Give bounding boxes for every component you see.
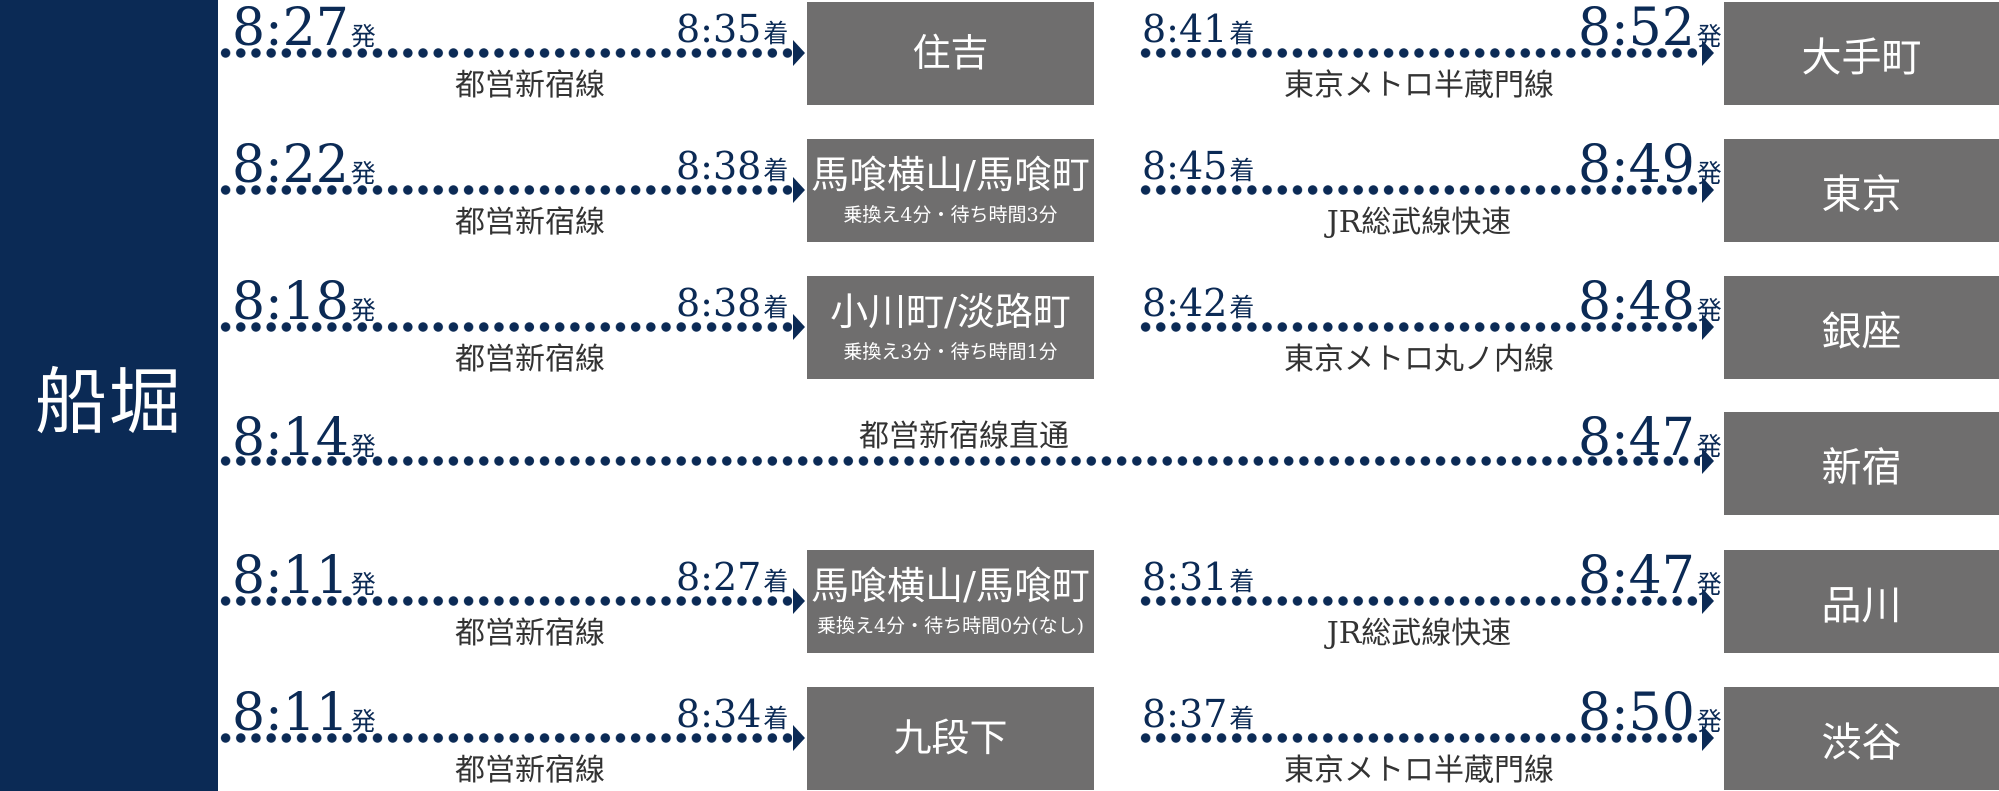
line1-dotted-path — [218, 184, 792, 196]
departure-time: 8:18発 — [232, 272, 376, 332]
line1-dotted-path — [218, 47, 792, 59]
destination-arrival-time: 8:52発 — [1578, 0, 1722, 58]
transfer-note: 乗換え4分・待ち時間3分 — [843, 203, 1058, 226]
line1-label: 都営新宿線 — [455, 342, 605, 377]
line2-label: JR総武線快速 — [1326, 616, 1512, 651]
transfer-station-name: 住吉 — [912, 30, 989, 75]
destination-station: 渋谷 — [1724, 687, 1999, 790]
route-row: 8:18発 8:38着 都営新宿線 小川町/淡路町 乗換え3分・待ち時間1分 8… — [218, 274, 1999, 382]
direct-line-label: 都営新宿線直通 — [859, 419, 1069, 454]
line2-arrowhead — [1702, 40, 1714, 66]
transfer-station-box: 小川町/淡路町 乗換え3分・待ち時間1分 — [807, 276, 1094, 379]
transfer-station-box: 馬喰横山/馬喰町 乗換え4分・待ち時間0分(なし) — [807, 550, 1094, 653]
destination-arrival-time: 8:47発 — [1578, 546, 1722, 606]
transfer-arrival-time: 8:38着 — [676, 144, 789, 188]
transfer-station-name: 小川町/淡路町 — [830, 290, 1071, 335]
line1-dotted-path — [218, 595, 792, 607]
transfer-arrival-time: 8:38着 — [676, 281, 789, 325]
line2-arrowhead — [1702, 588, 1714, 614]
line1-label: 都営新宿線 — [455, 68, 605, 103]
transfer-departure-time: 8:42着 — [1142, 281, 1255, 325]
destination-station: 大手町 — [1724, 2, 1999, 105]
transfer-station-box: 馬喰横山/馬喰町 乗換え4分・待ち時間3分 — [807, 139, 1094, 242]
line2-dotted-path — [1138, 47, 1700, 59]
destination-station: 新宿 — [1724, 412, 1999, 515]
line1-arrowhead — [793, 40, 805, 66]
transfer-station-box: 住吉 — [807, 2, 1094, 105]
transfer-departure-time: 8:31着 — [1142, 555, 1255, 599]
line2-dotted-path — [1138, 732, 1700, 744]
line2-dotted-path — [1138, 321, 1700, 333]
route-row-direct: 8:14発 都営新宿線直通 8:47発 新宿 — [218, 410, 1999, 518]
transfer-note: 乗換え4分・待ち時間0分(なし) — [816, 614, 1084, 637]
line2-arrowhead — [1702, 725, 1714, 751]
line1-arrowhead — [793, 177, 805, 203]
departure-time: 8:22発 — [232, 135, 376, 195]
transfer-station-box: 九段下 — [807, 687, 1094, 790]
line1-label: 都営新宿線 — [455, 753, 605, 788]
line2-label: 東京メトロ丸ノ内線 — [1284, 342, 1554, 377]
transfer-station-name: 馬喰横山/馬喰町 — [811, 564, 1090, 609]
destination-station: 東京 — [1724, 139, 1999, 242]
route-row: 8:22発 8:38着 都営新宿線 馬喰横山/馬喰町 乗換え4分・待ち時間3分 … — [218, 137, 1999, 245]
transfer-station-name: 馬喰横山/馬喰町 — [811, 153, 1090, 198]
departure-time: 8:11発 — [232, 546, 376, 606]
departure-time: 8:11発 — [232, 683, 376, 743]
line2-dotted-path — [1138, 595, 1700, 607]
line2-label: JR総武線快速 — [1326, 205, 1512, 240]
direct-dotted-path — [218, 455, 1700, 467]
line1-label: 都営新宿線 — [455, 616, 605, 651]
line2-label: 東京メトロ半蔵門線 — [1284, 753, 1554, 788]
line1-arrowhead — [793, 588, 805, 614]
line2-arrowhead — [1702, 177, 1714, 203]
line2-arrowhead — [1702, 314, 1714, 340]
route-row: 8:27発 8:35着 都営新宿線 住吉 8:41着 東京メトロ半蔵門線 8:5… — [218, 0, 1999, 108]
route-row: 8:11発 8:27着 都営新宿線 馬喰横山/馬喰町 乗換え4分・待ち時間0分(… — [218, 548, 1999, 656]
transfer-station-name: 九段下 — [893, 715, 1008, 760]
transfer-arrival-time: 8:35着 — [676, 7, 789, 51]
line1-dotted-path — [218, 732, 792, 744]
transfer-departure-time: 8:45着 — [1142, 144, 1255, 188]
origin-station: 船堀 — [0, 0, 218, 791]
destination-station: 銀座 — [1724, 276, 1999, 379]
destination-arrival-time: 8:48発 — [1578, 272, 1722, 332]
line2-label: 東京メトロ半蔵門線 — [1284, 68, 1554, 103]
destination-arrival-time: 8:50発 — [1578, 683, 1722, 743]
transfer-arrival-time: 8:27着 — [676, 555, 789, 599]
transfer-departure-time: 8:41着 — [1142, 7, 1255, 51]
destination-station: 品川 — [1724, 550, 1999, 653]
direct-arrowhead — [1702, 448, 1714, 474]
transfer-arrival-time: 8:34着 — [676, 692, 789, 736]
line2-dotted-path — [1138, 184, 1700, 196]
line1-label: 都営新宿線 — [455, 205, 605, 240]
transfer-departure-time: 8:37着 — [1142, 692, 1255, 736]
line1-dotted-path — [218, 321, 792, 333]
transfer-note: 乗換え3分・待ち時間1分 — [843, 340, 1058, 363]
line1-arrowhead — [793, 725, 805, 751]
departure-time: 8:27発 — [232, 0, 376, 58]
route-row: 8:11発 8:34着 都営新宿線 九段下 8:37着 東京メトロ半蔵門線 8:… — [218, 685, 1999, 791]
destination-arrival-time: 8:47発 — [1578, 408, 1722, 468]
destination-arrival-time: 8:49発 — [1578, 135, 1722, 195]
line1-arrowhead — [793, 314, 805, 340]
